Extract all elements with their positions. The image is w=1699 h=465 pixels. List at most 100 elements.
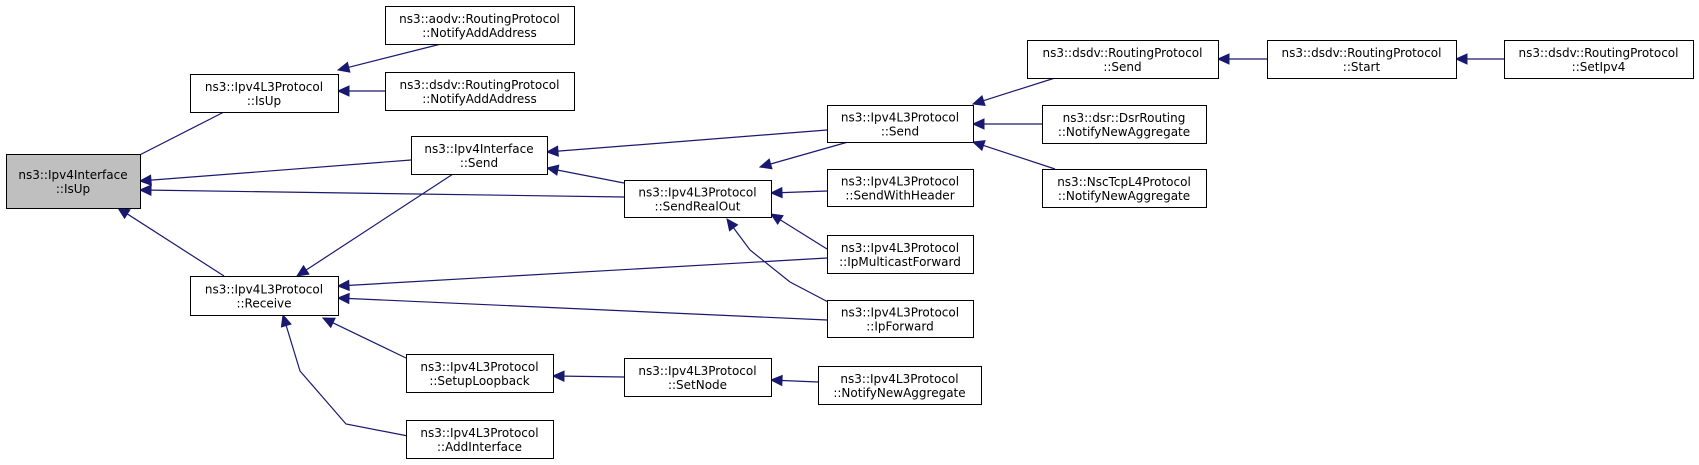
node-label-line1: ns3::NscTcpL4Protocol [1057,175,1191,189]
edge-line [126,213,225,277]
node-label-line2: ::NotifyAddAddress [422,92,537,106]
node-label-line2: ::Receive [236,297,291,311]
edge-n16-to-n10 [971,118,1042,130]
edge-n5-to-n0 [138,159,412,186]
node-label-line1: ns3::Ipv4L3Protocol [205,80,323,94]
node-label-line1: ns3::Ipv4Interface [424,142,533,156]
node-label-line1: ns3::dsdv::RoutingProtocol [1282,46,1442,60]
node-label-line2: ::NotifyNewAggregate [1058,189,1190,203]
graph-node[interactable]: ns3::Ipv4L3Protocol::Send [827,105,974,143]
node-label-line2: ::NotifyNewAggregate [833,386,965,400]
node-label-line2: ::IpMulticastForward [839,255,961,269]
graph-node[interactable]: ns3::Ipv4L3Protocol::Receive [190,276,339,316]
graph-node[interactable]: ns3::dsdv::RoutingProtocol::NotifyAddAdd… [385,72,575,111]
graph-node[interactable]: ns3::dsdv::RoutingProtocol::Start [1267,40,1457,79]
edge-n13-to-n2 [336,292,828,321]
node-box[interactable] [190,276,339,316]
graph-node[interactable]: ns3::dsr::DsrRouting::NotifyNewAggregate [1042,105,1207,144]
edge-line [983,77,1056,102]
node-label-line2: ::AddInterface [437,440,522,454]
arrowhead-icon [971,140,986,152]
arrowhead-icon [971,95,986,107]
node-box[interactable] [411,136,548,175]
arrowhead-icon [336,279,350,292]
node-box[interactable] [190,74,339,113]
node-box[interactable] [624,358,772,397]
arrowhead-icon [336,85,350,97]
graph-node[interactable]: ns3::Ipv4Interface::Send [411,136,548,175]
edge-line [285,325,409,437]
node-box[interactable] [827,169,974,207]
arrowhead-icon [769,186,783,199]
arrowhead-icon [138,174,152,186]
arrowhead-icon [551,370,565,382]
node-box[interactable] [1042,105,1207,144]
graph-node[interactable]: ns3::Ipv4L3Protocol::AddInterface [406,420,554,459]
node-label-line2: ::SetNode [668,378,727,392]
arrowhead-icon [116,207,131,220]
graph-node[interactable]: ns3::Ipv4Interface::IsUp [6,154,141,209]
arrowhead-icon [726,218,739,232]
graph-node[interactable]: ns3::Ipv4L3Protocol::IsUp [190,74,339,113]
graph-node[interactable]: ns3::NscTcpL4Protocol::NotifyNewAggregat… [1042,169,1207,208]
node-label-line1: ns3::Ipv4L3Protocol [420,360,538,374]
edge-line [557,129,828,152]
edge-n5-to-n2 [295,173,454,277]
graph-node[interactable]: ns3::Ipv4L3Protocol::IpMulticastForward [827,235,974,274]
node-label-line2: ::Start [1343,60,1381,74]
edge-line [781,379,819,383]
edge-line [557,169,625,184]
edge-line [150,159,412,181]
arrowhead-icon [336,292,350,305]
edge-n7-to-n2 [280,313,409,437]
graph-node[interactable]: ns3::Ipv4L3Protocol::SetupLoopback [406,354,554,393]
graph-node[interactable]: ns3::Ipv4L3Protocol::SetNode [624,358,772,397]
graph-node[interactable]: ns3::aodv::RoutingProtocol::NotifyAddAdd… [385,6,575,45]
edge-line [781,190,828,194]
node-box[interactable] [1267,40,1457,79]
node-label-line2: ::IsUp [247,94,281,108]
node-box[interactable] [1042,169,1207,208]
root-node-box[interactable] [6,154,141,209]
edge-n12-to-n8 [769,213,828,250]
edge-n4-to-n1 [336,85,385,97]
node-label-line2: ::SendWithHeader [845,189,954,203]
node-box[interactable] [406,420,554,459]
node-box[interactable] [827,300,974,338]
edge-line [305,173,454,271]
node-box[interactable] [624,180,772,218]
graph-node[interactable]: ns3::Ipv4L3Protocol::IpForward [827,300,974,338]
node-box[interactable] [385,72,575,111]
node-box[interactable] [406,354,554,393]
node-label-line1: ns3::dsdv::RoutingProtocol [400,78,560,92]
node-label-line2: ::SetupLoopback [429,374,529,388]
node-box[interactable] [827,105,974,143]
graph-node[interactable]: ns3::dsdv::RoutingProtocol::SetIpv4 [1504,40,1694,79]
edge-line [127,111,225,162]
node-box[interactable] [818,366,982,405]
edge-line [332,322,407,359]
node-label-line2: ::IsUp [56,182,90,196]
graph-node[interactable]: ns3::Ipv4L3Protocol::SendWithHeader [827,169,974,207]
node-label-line1: ns3::Ipv4L3Protocol [205,283,323,297]
arrowhead-icon [138,184,152,196]
node-label-line1: ns3::dsdv::RoutingProtocol [1043,46,1203,60]
edge-n15-to-n10 [971,77,1056,107]
edge-line [563,375,625,378]
arrowhead-icon [1454,53,1468,65]
edge-n8-to-n0 [138,184,625,198]
node-box[interactable] [1504,40,1694,79]
node-box[interactable] [1027,40,1219,79]
arrowhead-icon [769,374,783,387]
arrowhead-icon [1216,53,1230,65]
node-label-line1: ns3::aodv::RoutingProtocol [399,12,560,26]
graph-node[interactable]: ns3::Ipv4L3Protocol::SendRealOut [624,180,772,218]
edge-n14-to-n9 [769,374,819,387]
arrowhead-icon [280,313,292,328]
node-label-line1: ns3::Ipv4L3Protocol [841,306,959,320]
graph-node[interactable]: ns3::Ipv4L3Protocol::NotifyNewAggregate [818,366,982,405]
node-label-line1: ns3::Ipv4L3Protocol [420,426,538,440]
node-box[interactable] [385,6,575,45]
node-box[interactable] [827,235,974,274]
graph-node[interactable]: ns3::dsdv::RoutingProtocol::Send [1027,40,1219,79]
